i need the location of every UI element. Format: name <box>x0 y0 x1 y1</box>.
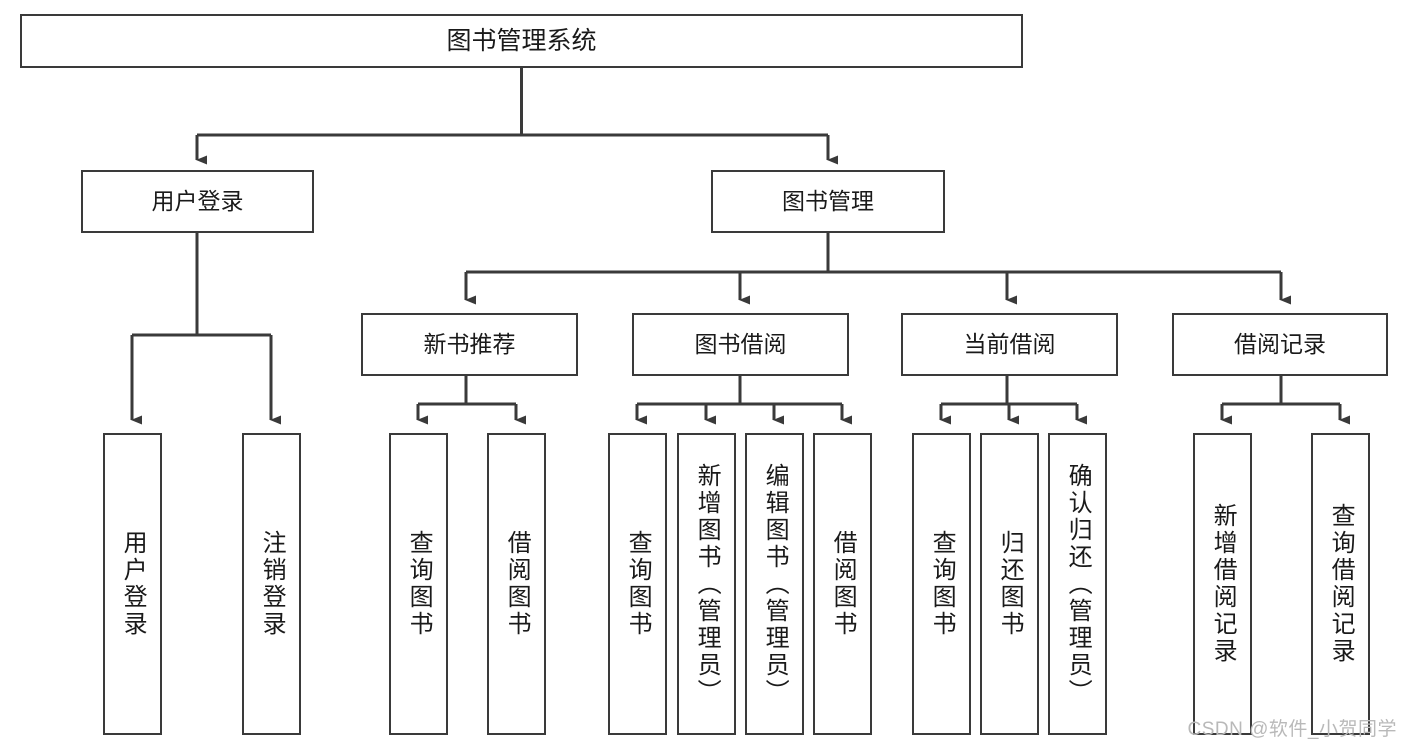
leaf-borrow-book-recommend[interactable]: 借阅图书 <box>487 433 546 735</box>
node-label: 借阅记录 <box>1234 331 1326 358</box>
node-label: 编辑图书（管理员） <box>761 462 789 706</box>
node-label: 新增图书（管理员） <box>693 462 721 706</box>
leaf-borrow-book[interactable]: 借阅图书 <box>813 433 872 735</box>
leaf-query-book-current[interactable]: 查询图书 <box>912 433 971 735</box>
leaf-add-borrow-record[interactable]: 新增借阅记录 <box>1193 433 1252 735</box>
node-new-book-recommend[interactable]: 新书推荐 <box>361 313 578 376</box>
node-root-system[interactable]: 图书管理系统 <box>20 14 1023 68</box>
node-label: 当前借阅 <box>963 331 1056 358</box>
node-label: 图书管理系统 <box>446 26 597 55</box>
leaf-user-login[interactable]: 用户登录 <box>103 433 162 735</box>
node-label: 新书推荐 <box>423 331 516 358</box>
leaf-add-book-admin[interactable]: 新增图书（管理员） <box>677 433 736 735</box>
node-label: 查询图书 <box>624 530 652 638</box>
node-current-borrow[interactable]: 当前借阅 <box>901 313 1118 376</box>
leaf-query-borrow-record[interactable]: 查询借阅记录 <box>1311 433 1370 735</box>
node-label: 用户登录 <box>119 530 147 638</box>
node-label: 注销登录 <box>258 530 286 638</box>
node-user-login[interactable]: 用户登录 <box>81 170 314 233</box>
node-label: 图书管理 <box>782 188 874 215</box>
node-label: 图书借阅 <box>694 331 787 358</box>
leaf-edit-book-admin[interactable]: 编辑图书（管理员） <box>745 433 804 735</box>
node-label: 借阅图书 <box>829 530 857 638</box>
node-label: 借阅图书 <box>503 530 531 638</box>
leaf-query-book-borrow[interactable]: 查询图书 <box>608 433 667 735</box>
node-label: 新增借阅记录 <box>1209 503 1237 665</box>
leaf-logout[interactable]: 注销登录 <box>242 433 301 735</box>
node-book-management[interactable]: 图书管理 <box>711 170 945 233</box>
node-borrow-record[interactable]: 借阅记录 <box>1172 313 1388 376</box>
watermark: CSDN @软件_小贺同学 <box>1187 719 1397 740</box>
node-label: 查询图书 <box>405 530 433 638</box>
node-label: 查询图书 <box>928 530 956 638</box>
node-book-borrow[interactable]: 图书借阅 <box>632 313 849 376</box>
leaf-query-book-recommend[interactable]: 查询图书 <box>389 433 448 735</box>
leaf-return-book[interactable]: 归还图书 <box>980 433 1039 735</box>
node-label: 归还图书 <box>996 530 1024 638</box>
node-label: 用户登录 <box>151 188 244 215</box>
node-label: 确认归还（管理员） <box>1064 462 1092 706</box>
node-label: 查询借阅记录 <box>1327 503 1355 665</box>
leaf-confirm-return-admin[interactable]: 确认归还（管理员） <box>1048 433 1107 735</box>
